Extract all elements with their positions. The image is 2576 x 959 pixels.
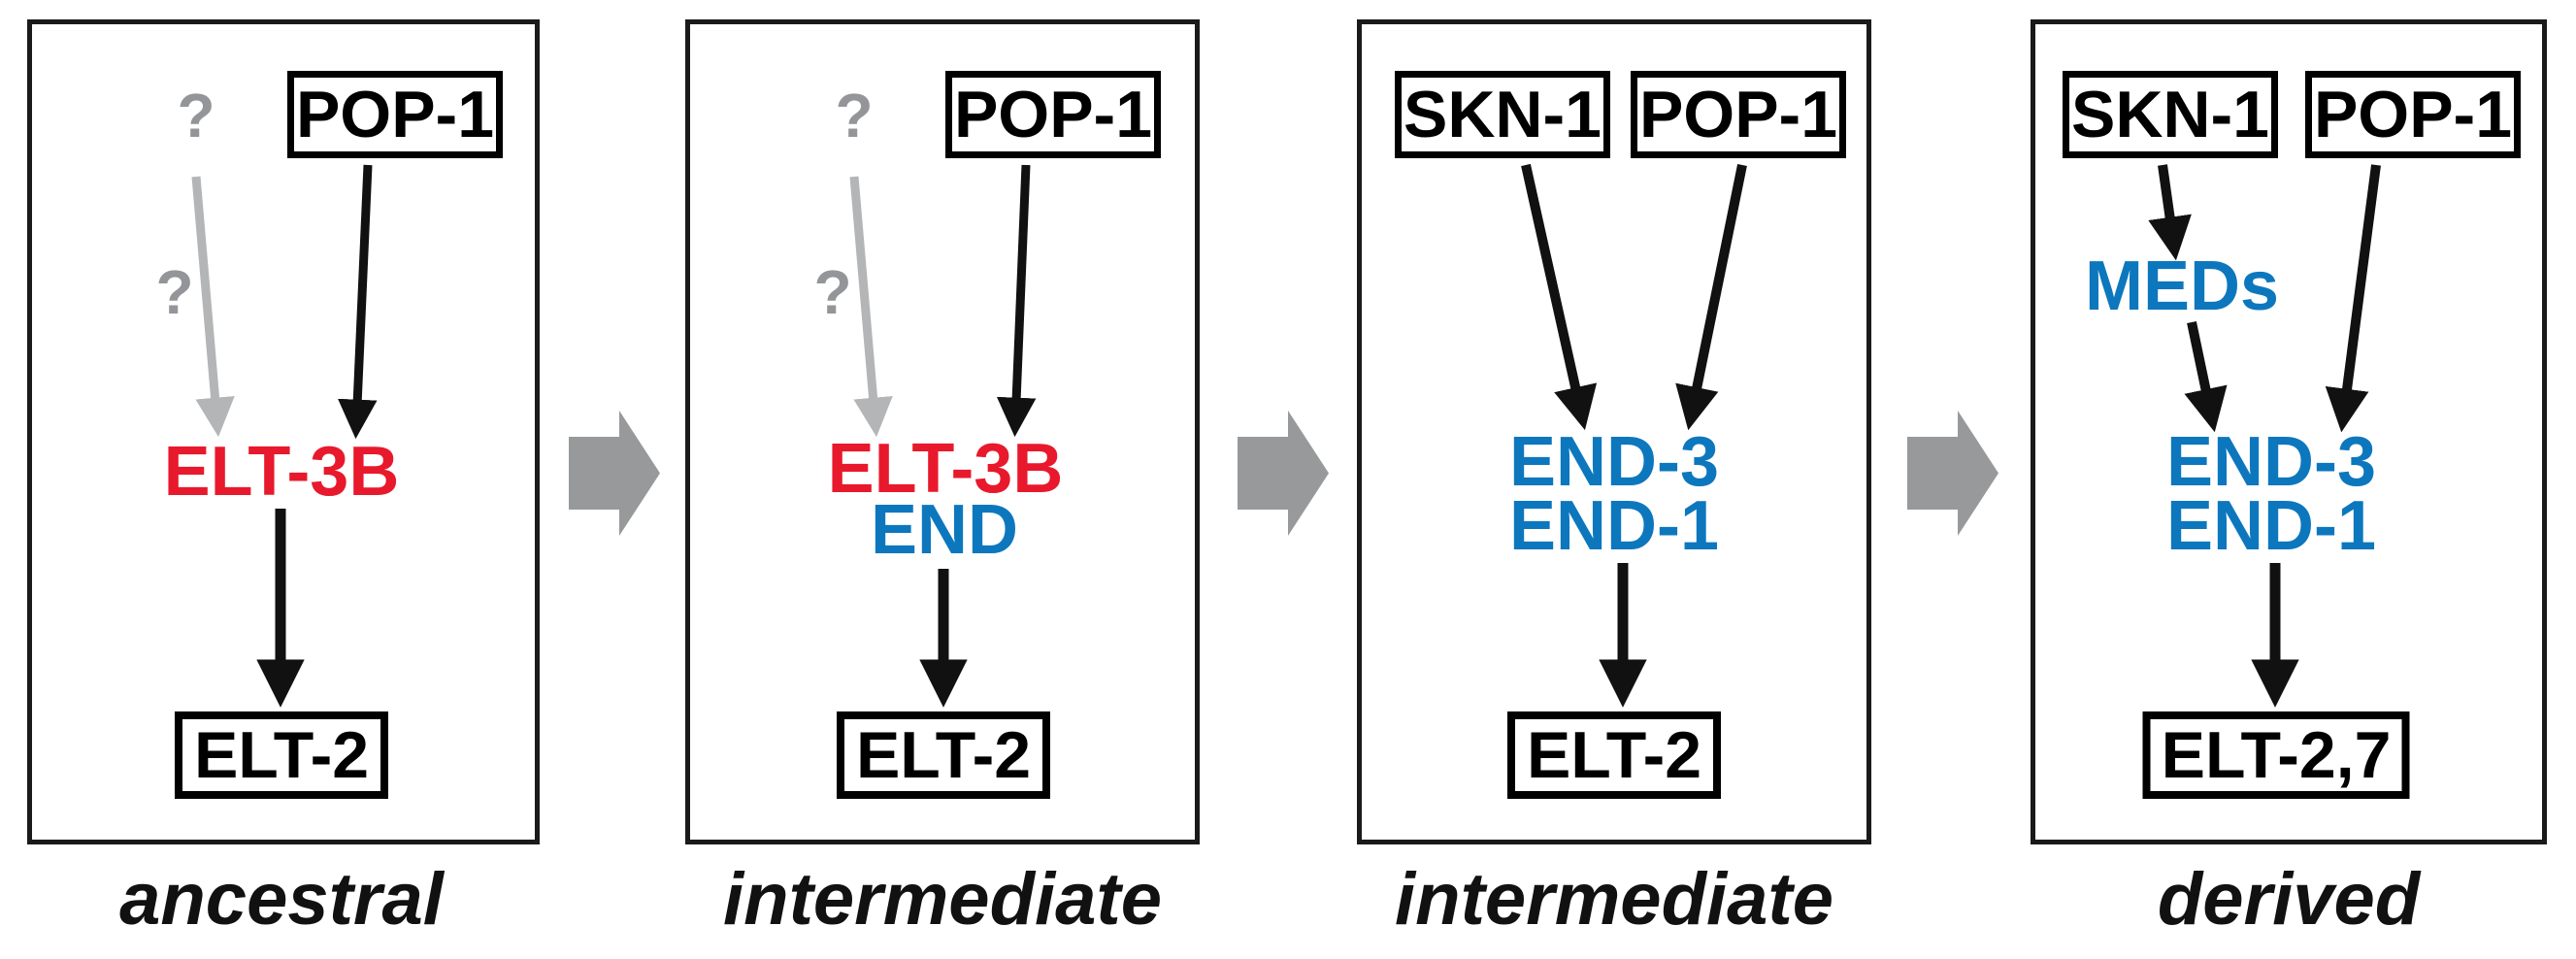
end3-gene-label-p3: END-3 <box>1508 423 1720 501</box>
elt2-node-box-p3: ELT-2 <box>1507 711 1721 799</box>
skn1-label: SKN-1 <box>2070 78 2270 151</box>
elt2-node-box-p2: ELT-2 <box>837 711 1050 799</box>
elt27-node-box-p4: ELT-2,7 <box>2142 711 2410 799</box>
pop1-node-box-p2: POP-1 <box>945 71 1161 158</box>
stage-transition-arrow-icon-3 <box>1907 411 1998 536</box>
pop1-node-box-p3: POP-1 <box>1631 71 1846 158</box>
end1-gene-label-p4: END-1 <box>2165 487 2377 565</box>
elt3b-gene-label-p1: ELT-3B <box>163 433 400 511</box>
end-gene-label-p2: END <box>870 491 1019 569</box>
unknown-regulator-mark-top-p1: ? <box>177 81 215 150</box>
elt27-label: ELT-2,7 <box>2161 718 2392 792</box>
pop1-label: POP-1 <box>2313 78 2513 151</box>
stage-caption-ancestral: ancestral <box>119 858 444 941</box>
elt2-label: ELT-2 <box>855 718 1032 792</box>
skn1-node-box-p3: SKN-1 <box>1395 71 1610 158</box>
elt3b-gene-label-p2: ELT-3B <box>827 430 1064 508</box>
pop1-node-box-p1: POP-1 <box>287 71 503 158</box>
meds-gene-label-p4: MEDs <box>2084 248 2280 325</box>
stage-caption-intermediate-2: intermediate <box>1395 858 1833 941</box>
elt2-node-box-p1: ELT-2 <box>175 711 388 799</box>
pop1-label: POP-1 <box>953 78 1153 151</box>
end3-gene-label-p4: END-3 <box>2165 423 2377 501</box>
pop1-label: POP-1 <box>295 78 495 151</box>
skn1-node-box-p4: SKN-1 <box>2063 71 2278 158</box>
pop1-node-box-p4: POP-1 <box>2305 71 2521 158</box>
unknown-regulator-mark-mid-p1: ? <box>155 257 194 327</box>
elt2-label: ELT-2 <box>193 718 370 792</box>
stage-transition-arrow-icon-2 <box>1238 411 1329 536</box>
stage-caption-derived: derived <box>2157 858 2421 941</box>
unknown-regulator-mark-mid-p2: ? <box>813 257 852 327</box>
pop1-label: POP-1 <box>1638 78 1838 151</box>
end1-gene-label-p3: END-1 <box>1508 487 1720 565</box>
elt2-label: ELT-2 <box>1526 718 1702 792</box>
stage-transition-arrow-icon-1 <box>569 411 660 536</box>
skn1-label: SKN-1 <box>1403 78 1602 151</box>
unknown-regulator-mark-top-p2: ? <box>835 81 874 150</box>
stage-caption-intermediate-1: intermediate <box>723 858 1162 941</box>
